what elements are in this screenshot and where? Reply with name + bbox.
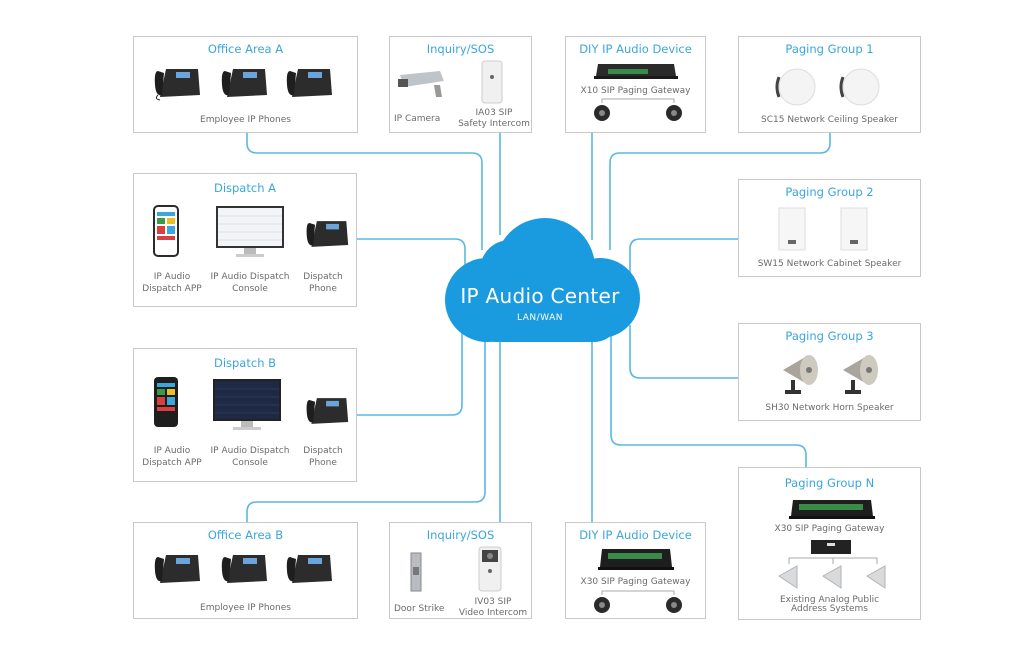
ip-phone-icon (221, 555, 267, 583)
group-caption: X30 SIP Paging Gateway (580, 577, 691, 587)
group-paging-2: Paging Group 2 SW15 Network Cabinet Spea… (738, 179, 921, 277)
dispatch-console-icon (216, 206, 284, 257)
item-label: Door Strike (394, 604, 445, 614)
item-label: IP Audio Dispatch (210, 446, 290, 456)
item-label: IP Camera (394, 114, 441, 124)
door-strike-icon (410, 552, 422, 592)
group-title: Paging Group 2 (785, 185, 874, 199)
dispatch-app-phone-icon (153, 205, 179, 257)
dispatch-console-icon (213, 379, 281, 430)
group-caption: X30 SIP Paging Gateway (774, 524, 885, 534)
item-label: IP Audio (153, 272, 191, 282)
group-caption: Employee IP Phones (200, 603, 291, 613)
group-title: Paging Group N (784, 476, 875, 490)
ip-phone-icon (286, 69, 332, 97)
item-label: Safety Intercom (458, 119, 530, 129)
video-intercom-icon (478, 546, 502, 592)
center-subtitle: LAN/WAN (517, 313, 563, 323)
item-label: Dispatch (303, 272, 343, 282)
item-label: IV03 SIP (474, 597, 512, 607)
group-title: Paging Group 1 (785, 42, 874, 56)
analog-horn-speakers-icon (778, 557, 886, 589)
group-inquiry-sos-bottom: Inquiry/SOS Door Strike IV03 SIP Video I… (389, 522, 532, 619)
item-label: Dispatch APP (142, 458, 202, 468)
item-label: Phone (309, 458, 337, 468)
paging-gateway-icon (594, 64, 678, 79)
group-inquiry-sos-top: Inquiry/SOS IP Camera IA03 SIP Safety In… (389, 36, 532, 133)
line-paging-n (610, 330, 807, 467)
cloud-icon (445, 218, 640, 342)
cabinet-speaker-icon (778, 207, 806, 251)
item-label: Console (232, 284, 268, 294)
dispatch-app-phone-icon (154, 377, 178, 427)
speaker-icon (594, 590, 682, 613)
item-label: Video Intercom (458, 608, 528, 618)
group-dispatch-b: Dispatch B IP Audio Dispatch APP IP Audi… (133, 348, 357, 482)
group-caption: Address Systems (791, 604, 868, 614)
speaker-icon (594, 98, 682, 121)
amplifier-icon (811, 540, 851, 554)
ip-phone-icon (154, 69, 200, 101)
line-paging-2 (629, 238, 738, 275)
item-label: Dispatch (303, 446, 343, 456)
group-paging-1: Paging Group 1 SC15 Network Ceiling Spea… (738, 36, 921, 133)
group-title: Dispatch B (213, 356, 277, 370)
line-office-a (246, 133, 483, 250)
item-label: Phone (309, 284, 337, 294)
group-title: Inquiry/SOS (426, 528, 495, 542)
item-label: Console (232, 458, 268, 468)
group-caption: SW15 Network Cabinet Speaker (757, 259, 902, 269)
paging-gateway-icon (789, 500, 875, 519)
item-label: IP Audio (153, 446, 191, 456)
group-title: Office Area B (207, 528, 284, 542)
group-title: DIY IP Audio Device (579, 528, 692, 542)
group-title: Inquiry/SOS (426, 42, 495, 56)
line-paging-3 (629, 325, 738, 379)
group-paging-3: Paging Group 3 SH30 Network Horn Speaker (738, 323, 921, 421)
ip-phone-icon (221, 69, 267, 97)
group-office-area-b: Office Area B Employee IP Phones (133, 522, 358, 619)
safety-intercom-icon (481, 60, 503, 104)
paging-gateway-icon (598, 549, 674, 570)
group-caption: SC15 Network Ceiling Speaker (761, 115, 898, 125)
group-diy-ip-audio-device-bottom: DIY IP Audio Device X30 SIP Paging Gatew… (565, 522, 706, 619)
dispatch-phone-icon (306, 398, 349, 424)
group-office-area-a: Office Area A Employee IP Phones (133, 36, 358, 133)
group-paging-n: Paging Group N X30 SIP Paging Gateway Ex… (738, 467, 921, 620)
line-paging-1 (609, 133, 831, 250)
ip-phone-icon (286, 555, 332, 583)
group-dispatch-a: Dispatch A IP Audio Dispatch APP IP Audi… (133, 173, 357, 307)
group-title: Dispatch A (213, 181, 277, 195)
item-label: IP Audio Dispatch (210, 272, 290, 282)
horn-speaker-icon (783, 355, 818, 394)
ip-phone-icon (154, 555, 200, 583)
cabinet-speaker-icon (840, 207, 868, 251)
ceiling-speaker-icon (839, 68, 880, 106)
line-dispatch-b (357, 325, 463, 416)
group-title: Office Area A (207, 42, 284, 56)
ceiling-speaker-icon (775, 68, 816, 106)
center-title: IP Audio Center (460, 284, 620, 308)
group-title: DIY IP Audio Device (579, 42, 692, 56)
horn-speaker-icon (843, 355, 878, 394)
group-caption: SH30 Network Horn Speaker (765, 403, 894, 413)
group-title: Paging Group 3 (785, 329, 874, 343)
group-caption: Employee IP Phones (200, 115, 291, 125)
dispatch-phone-icon (306, 221, 349, 247)
group-diy-ip-audio-device-top: DIY IP Audio Device X10 SIP Paging Gatew… (565, 36, 706, 133)
item-label: Dispatch APP (142, 284, 202, 294)
group-caption: Existing Analog Public (779, 595, 880, 605)
line-dispatch-a (357, 238, 466, 275)
line-office-b (246, 330, 486, 522)
item-label: IA03 SIP (475, 108, 513, 118)
ip-camera-icon (398, 71, 444, 97)
group-caption: X10 SIP Paging Gateway (580, 86, 691, 96)
